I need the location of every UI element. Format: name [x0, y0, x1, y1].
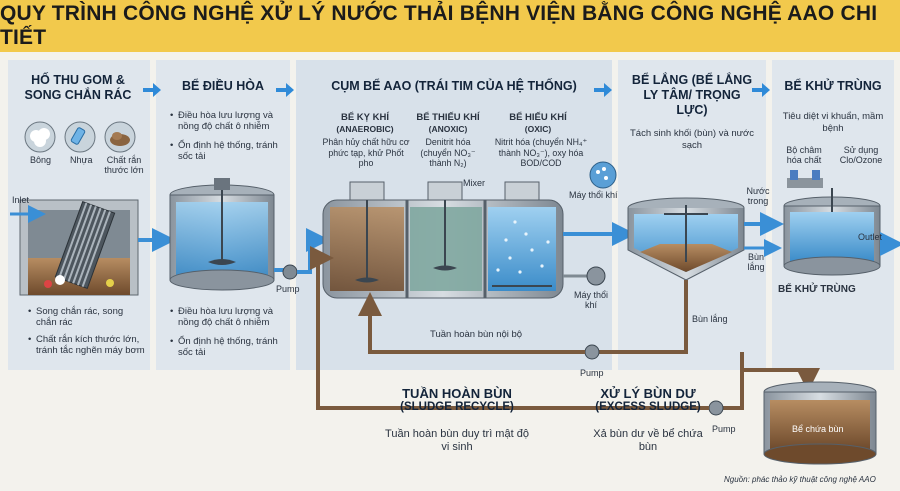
s2-title: BỂ ĐIỀU HÒA [182, 79, 264, 93]
s4-title: BỂ LẮNG (BỂ LẮNG LY TÂM/ TRỌNG LỰC) [631, 73, 753, 117]
pump-label-2: Pump [580, 368, 604, 378]
sludge-label: Bùn lắng [747, 252, 765, 273]
solid-waste-icon [104, 121, 136, 153]
anoxic-name: BỂ THIẾU KHÍ(ANOXIC) [416, 112, 480, 134]
sludge-recycle-line [310, 246, 820, 416]
s1-bullet-2: Chất rắn kích thước lớn, tránh tắc nghẽn… [28, 334, 148, 357]
outlet-label: Outlet [858, 232, 883, 242]
collection-pit [10, 199, 139, 296]
oxic-desc: Nitrit hóa (chuyển NH₄⁺ thành NO₃⁻), oxy… [494, 137, 588, 169]
blower-bottom [563, 266, 606, 286]
settling-tank [627, 197, 745, 310]
internal-recycle-line [358, 292, 688, 360]
header-arrows [143, 83, 770, 97]
s2-top-bullet-1: Điều hòa lưu lượng và nồng độ chất ô nhi… [170, 110, 288, 133]
plastic-bottle-icon [64, 121, 96, 153]
internal-recycle-label: Tuần hoàn bùn nội bộ [430, 329, 523, 340]
sludge-storage-tank [763, 381, 877, 465]
recycle-title: TUẦN HOÀN BÙN(SLUDGE RECYCLE) [400, 386, 514, 414]
recycle-desc: Tuần hoàn bùn duy trì mật độ vi sinh [385, 428, 529, 454]
disinfection-tank [783, 170, 900, 276]
blower-top [589, 161, 617, 189]
plastic-label: Nhựa [70, 155, 93, 165]
chem-label: Sử dụng Clo/Ozone [839, 145, 883, 166]
pump-equalization [274, 228, 330, 280]
s2-bottom-bullet-1: Điều hòa lưu lượng và nồng độ chất ô nhi… [170, 306, 288, 329]
oxic-name: BỂ HIẾU KHÍ(OXIC) [509, 112, 567, 134]
excess-title: XỬ LÝ BÙN DƯ(EXCESS SLUDGE) [595, 386, 701, 414]
s3-title: CỤM BỂ AAO (TRÁI TIM CỦA HỆ THỐNG) [331, 79, 577, 93]
dosing-label: Bộ châm hóa chất [786, 145, 822, 166]
s1-bullet-1: Song chắn rác, song chắn rác [28, 306, 142, 329]
s2-top-bullet-2: Ổn định hệ thống, tránh sốc tải [170, 140, 288, 163]
s4-desc: Tách sinh khối (bùn) và nước sạch [630, 128, 755, 151]
blower-label-2: Máy thổi khí [573, 290, 608, 311]
sludge-tank-label: Bể chứa bùn [792, 424, 844, 434]
pump-label-3: Pump [712, 424, 736, 434]
excess-desc: Xả bùn dư về bể chứa bùn [593, 428, 703, 454]
s1-title: HỐ THU GOM &SONG CHẮN RÁC [24, 73, 132, 102]
anaerobic-desc: Phân hủy chất hữu cơ phức tạp, khử Phốt … [322, 137, 410, 169]
page-title: QUY TRÌNH CÔNG NGHỆ XỬ LÝ NƯỚC THẢI BỆNH… [0, 0, 900, 52]
equalization-tank [169, 178, 275, 291]
aao-tank [322, 181, 564, 299]
mixer-label: Mixer [463, 178, 485, 188]
blower-label-1: Máy thổi khí [569, 190, 618, 200]
s5-desc: Tiêu diệt vi khuẩn, mầm bệnh [782, 111, 884, 134]
inlet-label: Inlet [12, 195, 30, 205]
pump-label-1: Pump [276, 284, 300, 294]
solid-waste-label: Chất rắn thước lớn [104, 155, 144, 176]
anoxic-desc: Denitrit hóa (chuyển NO₃⁻ thành N₂) [420, 137, 476, 169]
cotton-label: Bông [30, 155, 52, 165]
settled-sludge-label: Bùn lắng [692, 314, 728, 324]
cotton-icon [24, 121, 56, 153]
s5-title: BỂ KHỬ TRÙNG [784, 79, 882, 93]
disinfection-tank-label: BỂ KHỬ TRÙNG [778, 284, 856, 295]
anaerobic-name: BỂ KỴ KHÍ(ANAEROBIC) [336, 112, 394, 134]
source-note: Nguồn: phác thảo kỹ thuật công nghệ AAO [724, 475, 876, 484]
s2-bottom-bullet-2: Ổn định hệ thống, tránh sốc tải [170, 336, 288, 359]
clear-water-label: Nước trong [746, 186, 770, 207]
